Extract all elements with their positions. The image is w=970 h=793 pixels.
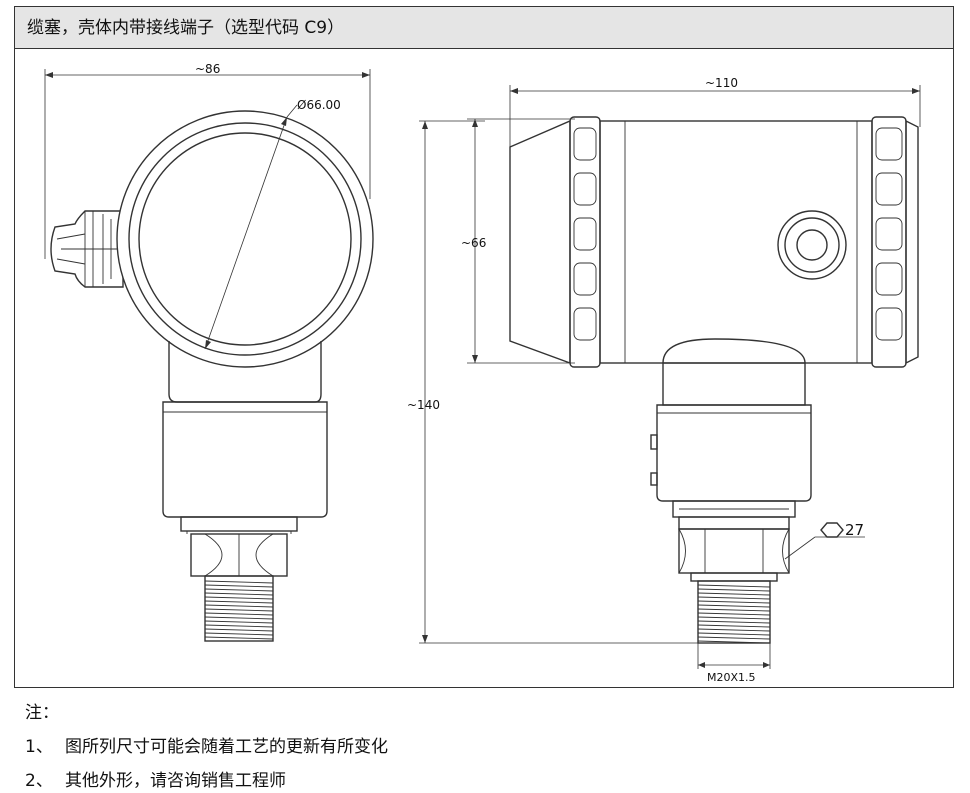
front-view: ~86 Ø66.00 bbox=[44, 62, 374, 642]
right-ring-knurls bbox=[875, 127, 903, 341]
front-thread-lines bbox=[204, 580, 274, 640]
note-text: 其他外形，请咨询销售工程师 bbox=[65, 771, 286, 791]
note-item-2: 2、其他外形，请咨询销售工程师 bbox=[25, 766, 286, 791]
drawing-title: 缆塞，壳体内带接线端子（选型代码 C9） bbox=[15, 7, 953, 49]
dim-hex-size: 27 bbox=[845, 521, 864, 539]
dim-width-front: ~86 bbox=[195, 62, 220, 76]
left-ring-knurls bbox=[573, 127, 597, 341]
dim-width-side: ~110 bbox=[705, 76, 738, 90]
side-thread-lines bbox=[697, 584, 771, 644]
side-view: ~110 ~66 ~140 bbox=[407, 76, 921, 684]
note-number: 2、 bbox=[25, 771, 53, 791]
hex-symbol-icon bbox=[820, 522, 844, 538]
note-item-1: 1、图所列尺寸可能会随着工艺的更新有所变化 bbox=[25, 732, 388, 757]
note-text: 图所列尺寸可能会随着工艺的更新有所变化 bbox=[65, 737, 388, 757]
drawing-frame: 缆塞，壳体内带接线端子（选型代码 C9） ~86 bbox=[14, 6, 954, 688]
technical-drawing: ~86 Ø66.00 bbox=[44, 62, 921, 684]
note-number: 1、 bbox=[25, 737, 53, 757]
dim-height-total: ~140 bbox=[407, 398, 440, 412]
notes-title: 注： bbox=[25, 703, 59, 723]
dim-thread: M20X1.5 bbox=[707, 671, 756, 684]
dim-diameter: Ø66.00 bbox=[297, 98, 341, 112]
dim-height-body: ~66 bbox=[461, 236, 486, 250]
